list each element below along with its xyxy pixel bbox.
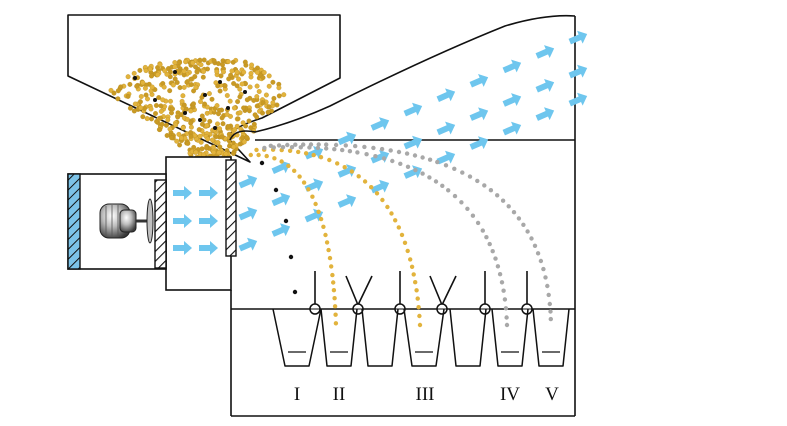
electric-motor-icon — [99, 198, 154, 244]
motor-housing — [67, 173, 167, 270]
impurity-particle — [173, 70, 177, 74]
collection-funnel — [361, 308, 399, 367]
impurity-particle — [133, 76, 137, 80]
airflow-arrow-icon — [271, 160, 291, 174]
airflow-arrow-icon — [173, 241, 192, 255]
collection-funnel — [532, 308, 570, 367]
divider-flap — [345, 275, 373, 315]
collection-funnel — [491, 308, 529, 367]
airflow-arrow-icon — [238, 174, 258, 189]
air-intake-screen — [67, 173, 81, 270]
impurity-particle — [283, 218, 289, 224]
grain-hopper — [67, 14, 341, 163]
impurity-particle — [203, 93, 207, 97]
airflow-arrow-icon — [199, 214, 218, 228]
grain-trajectory-bin-3 — [254, 147, 423, 328]
airflow-arrow-icon — [173, 214, 192, 228]
chaff-trajectory-bin-5 — [268, 142, 553, 322]
airflow-arrow-icon — [502, 121, 522, 136]
impurity-particle — [259, 160, 265, 166]
divider-flaps — [309, 271, 533, 315]
divider-flap — [521, 271, 533, 315]
airflow-arrow-icon — [469, 73, 489, 88]
collection-funnel — [403, 308, 445, 367]
airflow-arrow-icon — [403, 102, 423, 117]
impurity-particle — [292, 289, 298, 295]
collection-bins — [272, 308, 570, 367]
airflow-arrow-icon — [436, 88, 456, 102]
airflow-arrow-icon — [436, 121, 456, 136]
collection-funnel — [449, 308, 487, 367]
airflow-arrow-icon — [469, 107, 489, 121]
impurity-particle — [226, 106, 230, 110]
airflow-arrow-icon — [199, 186, 218, 200]
impurity-particle — [273, 187, 279, 193]
fan-grille — [154, 179, 167, 269]
airflow-arrow-icon — [337, 164, 357, 178]
bin-labels: I II III IV V — [294, 384, 559, 405]
impurity-particle — [183, 111, 187, 115]
airflow-arrows — [173, 30, 588, 255]
airflow-arrow-icon — [370, 117, 390, 131]
airflow-arrow-icon — [238, 237, 258, 252]
airflow-arrow-icon — [199, 241, 218, 255]
collection-funnel — [320, 308, 358, 367]
divider-flap — [394, 271, 406, 315]
impurity-particle — [198, 118, 202, 122]
bin-label-1: I — [294, 384, 300, 405]
airflow-arrow-icon — [271, 192, 291, 207]
impurity-particle — [213, 126, 217, 130]
airflow-arrow-icon — [337, 131, 357, 146]
bin-label-5: V — [545, 384, 559, 405]
airflow-arrow-icon — [271, 223, 291, 237]
chaff-trajectory-bin-4 — [262, 145, 510, 328]
impurity-particle — [153, 98, 157, 102]
divider-flap — [309, 271, 321, 315]
inlet-screen — [225, 159, 237, 257]
bin-label-4: IV — [500, 384, 520, 405]
airflow-arrow-icon — [304, 178, 324, 192]
separation-chamber — [230, 139, 576, 417]
impurity-particle — [218, 80, 222, 84]
divider-flap — [429, 275, 457, 315]
airflow-arrow-icon — [568, 64, 588, 79]
airflow-arrow-icon — [370, 179, 390, 194]
collection-funnel — [272, 308, 322, 367]
airflow-arrow-icon — [238, 206, 258, 221]
airflow-arrow-icon — [502, 93, 522, 107]
airflow-arrow-icon — [568, 92, 588, 107]
bin-label-2: II — [333, 384, 346, 405]
airflow-arrow-icon — [403, 135, 423, 150]
airflow-arrow-icon — [535, 45, 555, 59]
airflow-arrow-icon — [502, 59, 522, 74]
particle-trajectories — [248, 142, 553, 328]
airflow-arrow-icon — [436, 150, 456, 165]
airflow-arrow-icon — [173, 186, 192, 200]
airflow-arrow-icon — [535, 78, 555, 93]
divider-flap — [479, 271, 491, 315]
airflow-arrow-icon — [337, 194, 357, 208]
impurity-particle — [243, 90, 247, 94]
airflow-arrow-icon — [304, 208, 324, 223]
airflow-arrow-icon — [535, 107, 555, 121]
airflow-arrow-icon — [403, 165, 423, 179]
grain-trajectory-bin-2 — [248, 152, 339, 326]
airflow-arrow-icon — [469, 136, 489, 150]
impurity-particle — [288, 254, 294, 260]
airflow-arrow-icon — [568, 30, 588, 45]
bin-label-3: III — [416, 384, 435, 405]
